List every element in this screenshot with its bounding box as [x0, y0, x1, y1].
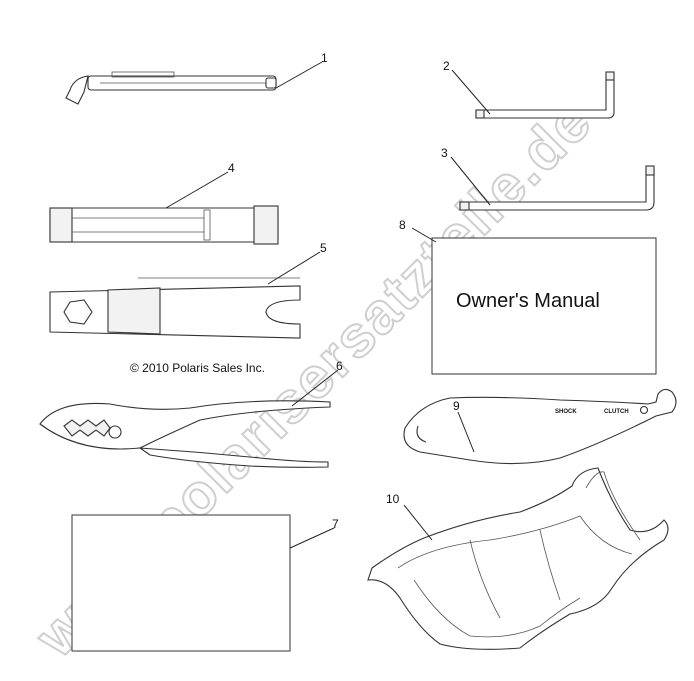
spanner-wrench	[49, 277, 301, 339]
callout-6: 6	[336, 359, 343, 373]
callout-8: 8	[399, 218, 406, 232]
callout-3: 3	[441, 146, 448, 160]
copyright-notice: © 2010 Polaris Sales Inc.	[130, 361, 265, 375]
wrench-label-shock: SHOCK	[555, 409, 577, 415]
hex-key-large	[459, 165, 655, 211]
wrench-label-clutch: CLUTCH	[604, 409, 629, 415]
slip-joint-pliers	[39, 400, 331, 468]
callout-5: 5	[320, 241, 327, 255]
callout-7: 7	[332, 517, 339, 531]
callout-1: 1	[321, 51, 328, 65]
callout-2: 2	[443, 59, 450, 73]
tool-tray	[367, 467, 669, 650]
callout-9: 9	[453, 399, 460, 413]
shock-spanner-wrench	[403, 388, 677, 465]
spark-plug-socket	[49, 205, 279, 245]
tire-pressure-gauge	[65, 71, 277, 105]
document-sheet	[71, 514, 291, 652]
owners-manual-title: Owner's Manual	[456, 290, 600, 312]
hex-key-small	[475, 71, 615, 119]
callout-10: 10	[386, 492, 400, 506]
owners-manual	[431, 237, 657, 375]
callout-4: 4	[228, 161, 235, 175]
